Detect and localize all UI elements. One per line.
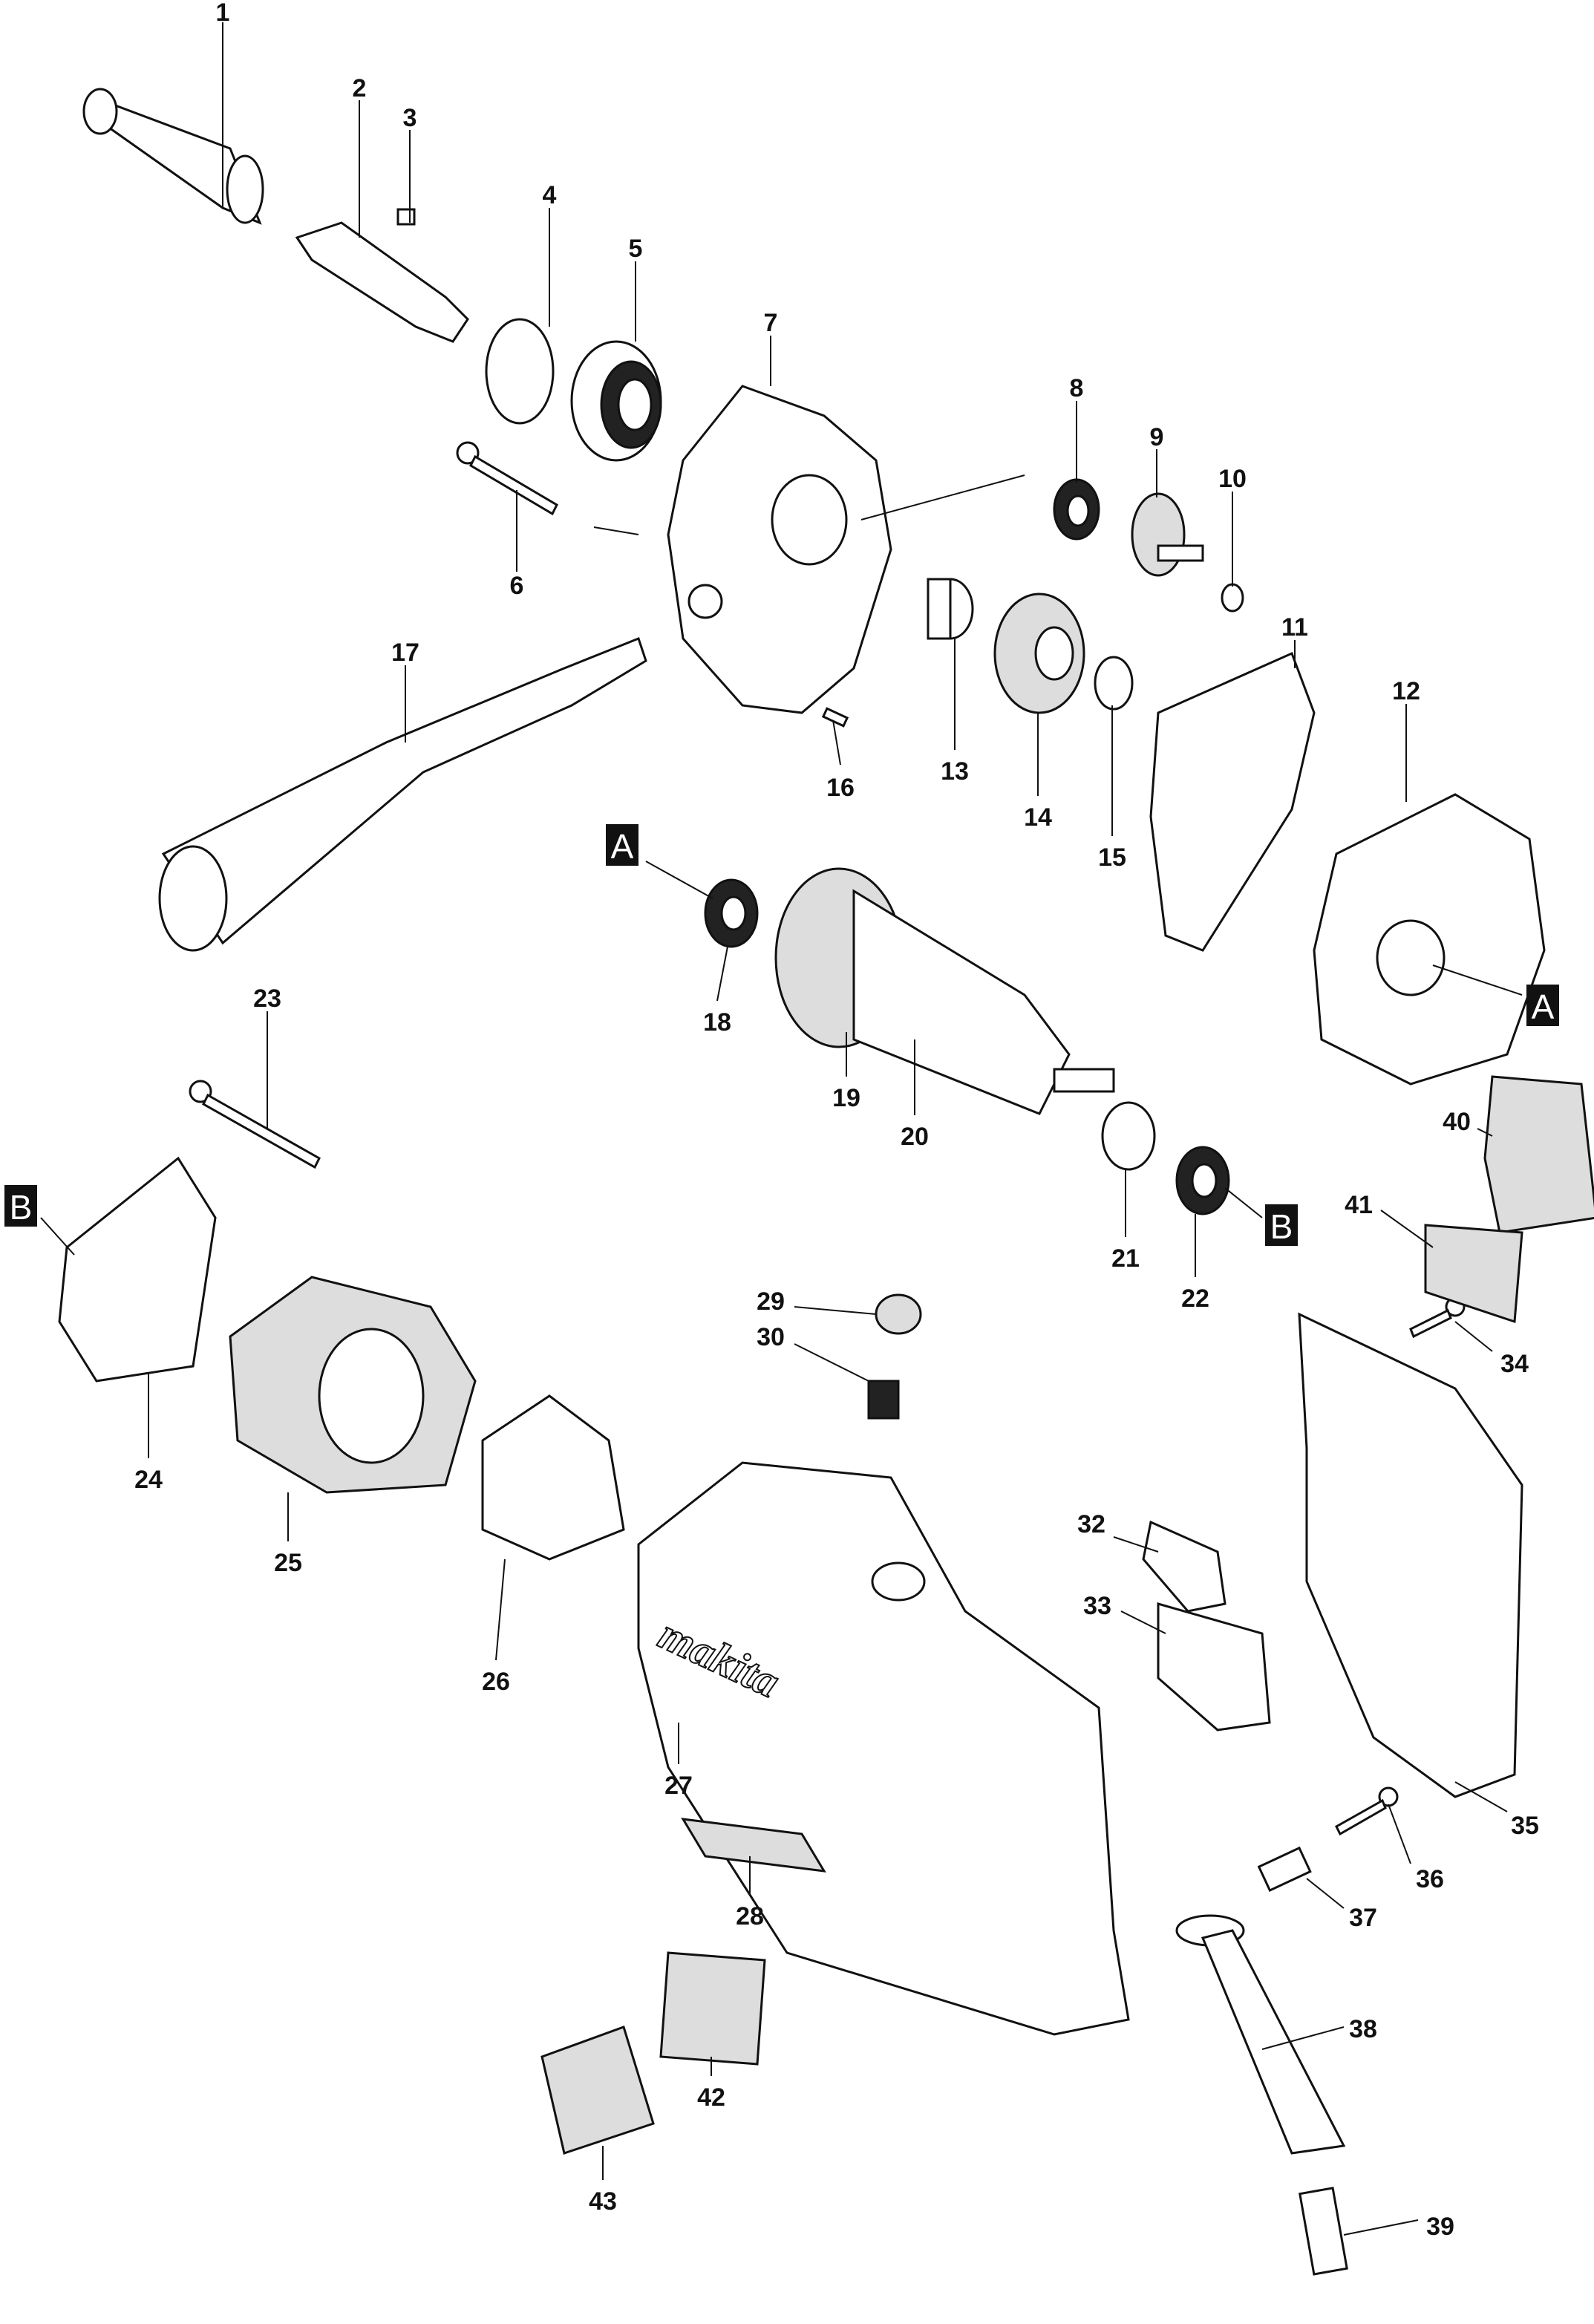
- part-25-field: [229, 1276, 477, 1494]
- part-2-spindle: [295, 221, 469, 343]
- label-part-33: 33: [1083, 1592, 1111, 1620]
- part-33-switch: [1157, 1602, 1271, 1731]
- part-43-name-plate: [540, 2026, 655, 2155]
- part-9-gear: [1131, 492, 1204, 577]
- label-part-27: 27: [664, 1772, 693, 1800]
- part-24-baffle-plate: [58, 1156, 217, 1383]
- part-36-screw: [1335, 1786, 1399, 1836]
- part-22-bearing: [1175, 1146, 1230, 1215]
- label-part-9: 9: [1150, 423, 1164, 451]
- label-part-35: 35: [1511, 1812, 1539, 1840]
- label-part-24: 24: [134, 1466, 163, 1494]
- part-34-screw: [1409, 1296, 1466, 1339]
- label-part-38: 38: [1349, 2015, 1377, 2043]
- part-37-strain-relief: [1257, 1846, 1312, 1892]
- label-part-37: 37: [1349, 1904, 1377, 1932]
- part-41-label: [1424, 1224, 1523, 1324]
- part-11-gasket: [1149, 651, 1316, 952]
- part-30-carbon-brush: [867, 1380, 900, 1420]
- label-part-19: 19: [832, 1084, 860, 1112]
- label-part-32: 32: [1077, 1510, 1105, 1538]
- part-38-cord-guard: [1175, 1914, 1346, 2155]
- label-part-39: 39: [1426, 2213, 1454, 2241]
- label-part-1: 1: [216, 0, 230, 27]
- part-40-name-plate: [1483, 1075, 1594, 1234]
- label-part-5: 5: [629, 235, 643, 263]
- part-7-gear-housing: [667, 385, 892, 714]
- label-part-17: 17: [391, 639, 419, 667]
- part-6-screw: [456, 441, 558, 516]
- svg-text:A: A: [611, 827, 634, 866]
- label-part-40: 40: [1443, 1108, 1471, 1136]
- label-part-12: 12: [1392, 677, 1420, 705]
- label-part-10: 10: [1218, 465, 1247, 493]
- part-18-bearing: [704, 878, 759, 948]
- label-part-20: 20: [901, 1123, 929, 1151]
- label-part-25: 25: [274, 1549, 302, 1577]
- label-part-18: 18: [703, 1008, 731, 1037]
- part-35-handle-cover: [1298, 1312, 1523, 1798]
- label-part-13: 13: [941, 757, 969, 786]
- label-part-42: 42: [697, 2083, 725, 2112]
- part-32-switch-lead: [1142, 1520, 1226, 1613]
- label-part-28: 28: [736, 1902, 764, 1930]
- part-14-gear: [993, 593, 1085, 714]
- label-part-21: 21: [1111, 1244, 1140, 1273]
- label-part-30: 30: [757, 1323, 785, 1351]
- label-part-7: 7: [764, 309, 778, 337]
- part-27-motor-housing: makita: [637, 1461, 1130, 2036]
- part-4-ring: [485, 318, 555, 425]
- part-16-pin: [821, 707, 849, 728]
- connector-a-right: A: [1526, 985, 1559, 1026]
- label-part-26: 26: [482, 1668, 510, 1696]
- label-part-3: 3: [403, 104, 417, 132]
- svg-text:A: A: [1532, 988, 1555, 1026]
- part-17-side-handle: [158, 637, 647, 952]
- label-part-8: 8: [1070, 374, 1084, 402]
- part-39-cord: [1299, 2187, 1348, 2276]
- label-part-4: 4: [543, 181, 557, 209]
- label-part-41: 41: [1345, 1191, 1373, 1219]
- part-8-bearing: [1053, 478, 1100, 541]
- connector-b-left: B: [4, 1185, 37, 1227]
- label-part-36: 36: [1416, 1865, 1444, 1893]
- label-part-2: 2: [353, 74, 367, 102]
- label-part-22: 22: [1181, 1285, 1209, 1313]
- label-part-11: 11: [1281, 613, 1308, 642]
- connector-b-right: B: [1265, 1204, 1298, 1246]
- label-part-34: 34: [1500, 1350, 1529, 1378]
- label-part-14: 14: [1024, 803, 1052, 832]
- part-1-sleeve: [82, 88, 264, 225]
- label-part-16: 16: [826, 774, 855, 802]
- part-12-bearing-box: [1313, 793, 1546, 1086]
- part-26-brush-holder: [481, 1394, 625, 1561]
- part-5-bearing: [570, 340, 662, 462]
- part-29-brush-cap: [875, 1293, 922, 1335]
- leader-lines: [40, 22, 1523, 2236]
- part-13-sleeve: [927, 578, 974, 640]
- part-19-20-armature: [774, 867, 1115, 1115]
- label-part-6: 6: [510, 572, 524, 600]
- label-part-29: 29: [757, 1287, 785, 1316]
- part-42-label: [659, 1951, 766, 2066]
- svg-text:B: B: [10, 1188, 33, 1227]
- part-28-label: [681, 1818, 826, 1873]
- part-23-screw: [189, 1080, 321, 1169]
- label-part-15: 15: [1098, 843, 1126, 872]
- part-labels: 1 2 3 4 5 6 7 8 9 10 11 12 13 14 15 16 1…: [134, 0, 1539, 2241]
- connector-a-left: A: [606, 824, 638, 866]
- svg-text:B: B: [1270, 1207, 1293, 1246]
- label-part-43: 43: [589, 2187, 617, 2216]
- part-shapes: makita: [58, 88, 1594, 2276]
- part-3-key: [396, 208, 416, 226]
- label-part-23: 23: [253, 985, 281, 1013]
- part-15-retaining-ring: [1094, 656, 1134, 711]
- part-21-insulation-washer: [1101, 1101, 1156, 1171]
- part-10-washer: [1221, 583, 1244, 613]
